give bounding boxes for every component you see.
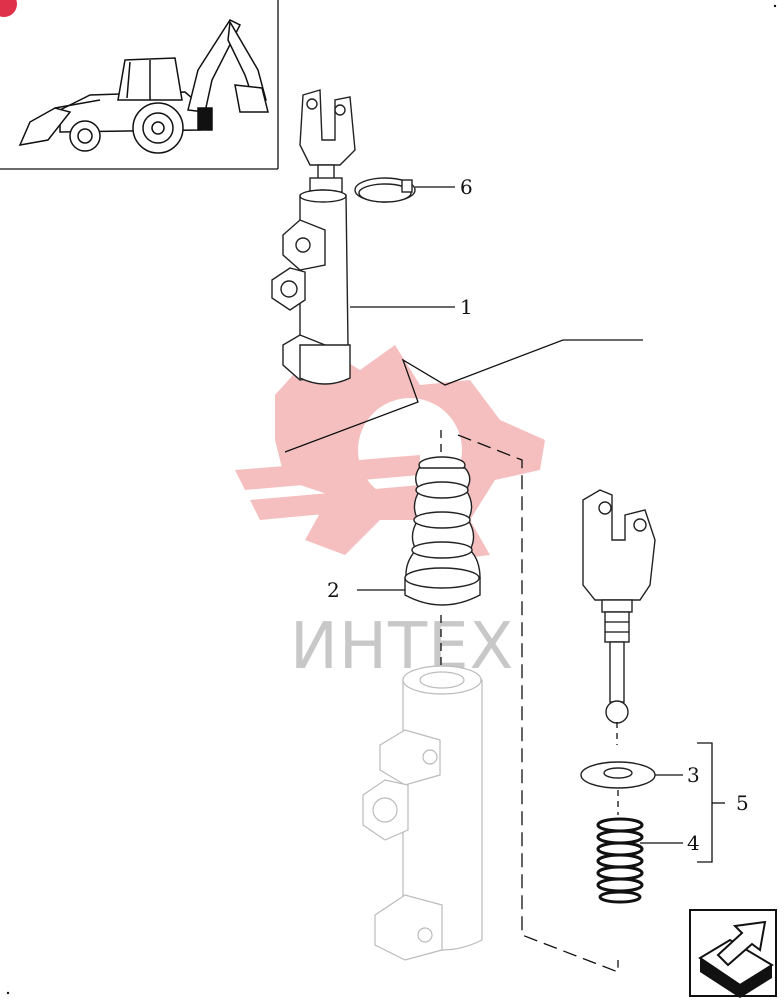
part-3-washer xyxy=(580,761,656,815)
callout-2: 2 xyxy=(327,578,340,602)
callout-1: 1 xyxy=(460,295,473,319)
machine-thumbnail xyxy=(0,0,279,170)
callout-5: 5 xyxy=(736,791,749,815)
part-1-clutch-master-cylinder xyxy=(271,89,356,385)
callout-6: 6 xyxy=(460,175,473,199)
pushrod-with-clevis xyxy=(582,489,656,745)
callout-4: 4 xyxy=(687,831,700,855)
part-4-spring xyxy=(596,817,644,904)
leader-lines xyxy=(350,186,725,863)
backhoe-loader-icon xyxy=(18,19,269,154)
part-6-retaining-clip xyxy=(354,177,416,203)
part-2-rubber-boot xyxy=(404,430,481,670)
watermark-text: ИНТЕХ xyxy=(290,610,514,684)
next-page-arrow-icon[interactable] xyxy=(689,909,777,998)
break-line xyxy=(284,339,643,453)
watermark-logo xyxy=(235,345,545,560)
corner-badge-icon xyxy=(0,0,17,17)
assembly-dashed-line xyxy=(457,434,619,973)
callout-3: 3 xyxy=(687,763,700,787)
edge-dot xyxy=(773,4,777,8)
cylinder-body-reference xyxy=(362,665,483,961)
edge-dot xyxy=(6,991,10,995)
